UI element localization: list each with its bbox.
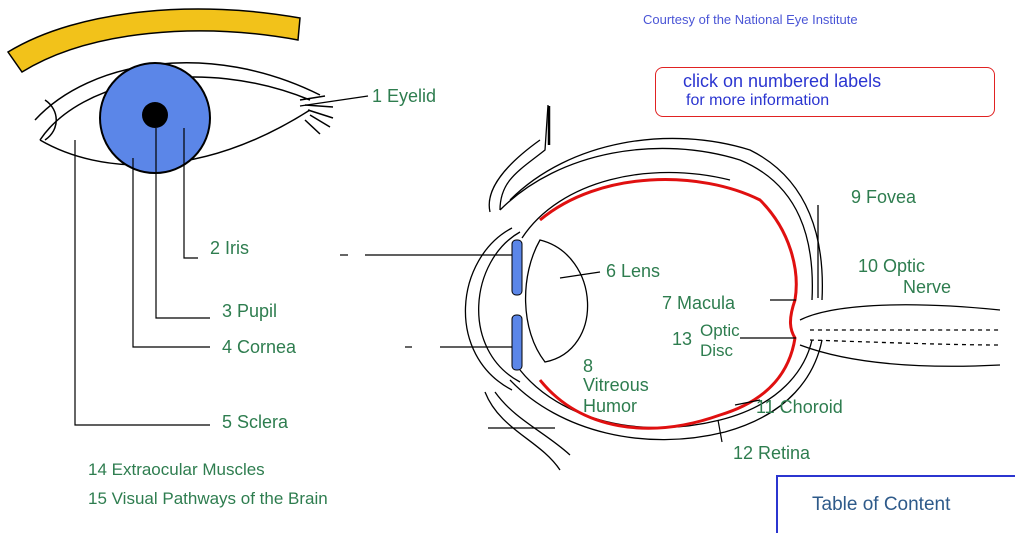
credit-text: Courtesy of the National Eye Institute (643, 12, 858, 27)
label-sclera[interactable]: 5 Sclera (222, 412, 288, 433)
label-choroid[interactable]: 11 Choroid (756, 397, 843, 418)
label-iris[interactable]: 2 Iris (210, 238, 249, 259)
label-retina[interactable]: 12 Retina (733, 443, 810, 464)
label-vitreous-line2[interactable]: Humor (583, 396, 637, 417)
iris-section-top (512, 240, 522, 295)
label-optic-nerve-line2[interactable]: Nerve (903, 277, 951, 298)
toc-border-top (776, 475, 1015, 477)
label-fovea[interactable]: 9 Fovea (851, 187, 916, 208)
label-vitreous-number[interactable]: 8 (583, 356, 593, 377)
label-eyelid[interactable]: 1 Eyelid (372, 86, 436, 107)
iris-section-bottom (512, 315, 522, 370)
label-macula[interactable]: 7 Macula (662, 293, 735, 314)
label-pupil[interactable]: 3 Pupil (222, 301, 277, 322)
label-optic-disc-line2[interactable]: Disc (700, 341, 733, 361)
label-optic-disc-number[interactable]: 13 (672, 329, 692, 350)
label-cornea[interactable]: 4 Cornea (222, 337, 296, 358)
label-visual-pathways[interactable]: 15 Visual Pathways of the Brain (88, 489, 328, 509)
label-optic-nerve-line1[interactable]: 10 Optic (858, 256, 925, 277)
table-of-contents-box[interactable]: Table of Content (776, 475, 1015, 533)
instruction-box: click on numbered labels for more inform… (655, 67, 995, 117)
pupil-shape (142, 102, 168, 128)
label-lens[interactable]: 6 Lens (606, 261, 660, 282)
instruction-line-1: click on numbered labels (683, 71, 881, 92)
label-extraocular-muscles[interactable]: 14 Extraocular Muscles (88, 460, 265, 480)
instruction-line-2: for more information (686, 92, 829, 110)
label-vitreous-line1[interactable]: Vitreous (583, 375, 649, 396)
table-of-contents-link[interactable]: Table of Content (812, 494, 950, 516)
label-optic-disc-line1[interactable]: Optic (700, 321, 740, 341)
toc-border-left (776, 475, 778, 533)
